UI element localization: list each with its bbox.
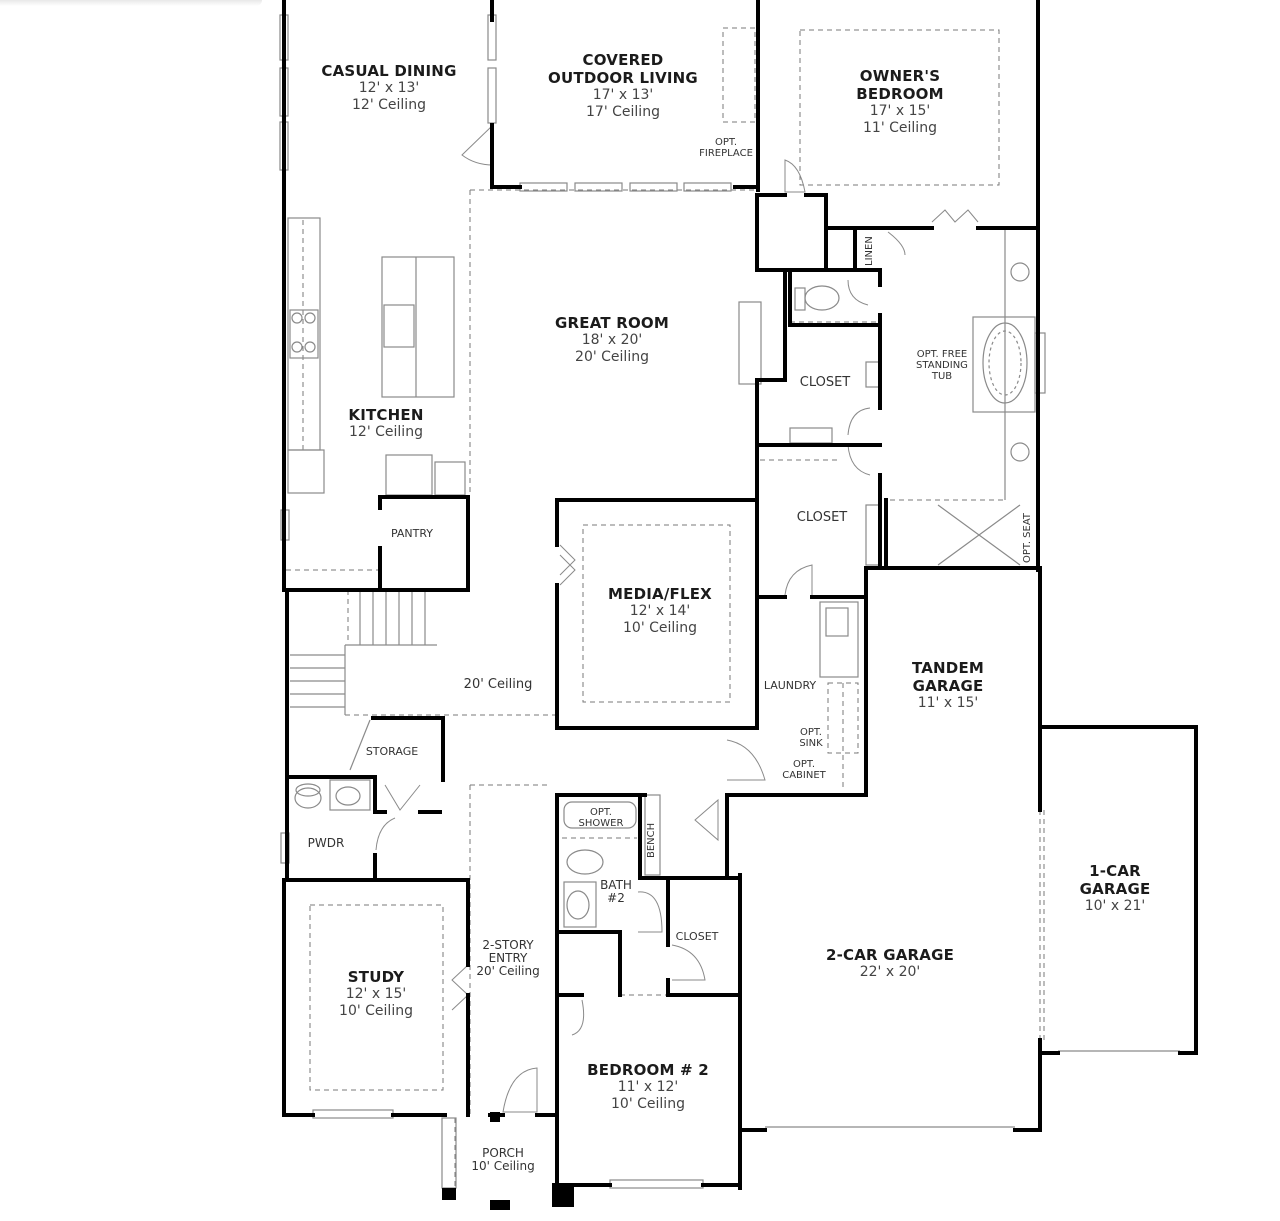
label-line2: STANDING xyxy=(916,360,968,371)
room-name-line1: OWNER'S xyxy=(859,67,941,85)
room-ceiling: 12' Ceiling xyxy=(352,96,426,113)
room-dimensions: 17' x 15' xyxy=(869,103,931,119)
closet-bath2-label: CLOSET xyxy=(675,930,719,943)
room-dimensions: 22' x 20' xyxy=(859,964,921,980)
room-name: CASUAL DINING xyxy=(321,62,457,80)
room-name-line1: 1-CAR xyxy=(1089,862,1141,880)
room-name: BEDROOM # 2 xyxy=(587,1061,709,1079)
room-name-line2: BEDROOM xyxy=(856,85,944,103)
storage-label: STORAGE xyxy=(365,745,419,758)
bench-label: BENCH xyxy=(646,822,657,858)
room-dimensions: 11' x 15' xyxy=(917,695,979,711)
room-dimensions: 12' x 14' xyxy=(629,603,691,619)
room-ceiling: 20' Ceiling xyxy=(575,348,649,365)
closet-lower-label: CLOSET xyxy=(796,510,848,525)
room-ceiling: 10' Ceiling xyxy=(339,1002,413,1019)
room-name: KITCHEN xyxy=(348,406,424,424)
label-line1: 2-STORY xyxy=(482,938,534,952)
label-line3: 20' Ceiling xyxy=(476,964,540,979)
linen-label: LINEN xyxy=(864,236,875,266)
label-line1: OPT. FREE xyxy=(916,349,968,360)
walls xyxy=(282,0,1198,1190)
porch-label: PORCH 10' Ceiling xyxy=(471,1146,535,1174)
opt-fireplace-label: OPT. FIREPLACE xyxy=(699,137,753,159)
closet-upper-label: CLOSET xyxy=(799,375,851,390)
room-study: STUDY 12' x 15' 10' Ceiling xyxy=(339,968,413,1020)
pwdr-label: PWDR xyxy=(307,836,345,850)
laundry-label: LAUNDRY xyxy=(763,679,817,692)
room-great-room: GREAT ROOM 18' x 20' 20' Ceiling xyxy=(555,314,669,366)
two-story-entry-label: 2-STORY ENTRY 20' Ceiling xyxy=(476,938,540,979)
room-name-line2: OUTDOOR LIVING xyxy=(548,69,698,87)
opt-sink-label: OPT. SINK xyxy=(799,727,822,749)
room-dimensions: 12' x 15' xyxy=(345,986,407,1002)
label-line1: OPT. xyxy=(799,727,822,738)
room-ceiling: 11' Ceiling xyxy=(863,119,937,136)
wall-posts xyxy=(442,1112,574,1210)
room-ceiling: 10' Ceiling xyxy=(623,619,697,636)
label-line2: FIREPLACE xyxy=(699,148,753,159)
room-ceiling: 10' Ceiling xyxy=(611,1095,685,1112)
room-name: 2-CAR GARAGE xyxy=(825,946,955,964)
room-dimensions: 11' x 12' xyxy=(617,1079,679,1095)
room-kitchen: KITCHEN 12' Ceiling xyxy=(348,406,423,441)
stair-ceiling-label: 20' Ceiling xyxy=(463,677,533,692)
opt-seat-label: OPT. SEAT xyxy=(1022,512,1033,563)
room-name: GREAT ROOM xyxy=(555,314,669,332)
opt-free-standing-tub-label: OPT. FREE STANDING TUB xyxy=(916,349,968,382)
label-line1: PORCH xyxy=(482,1146,524,1160)
top-edge-shadow xyxy=(0,0,262,6)
room-dimensions: 17' x 13' xyxy=(592,87,654,103)
room-media-flex: MEDIA/FLEX 12' x 14' 10' Ceiling xyxy=(608,585,712,637)
label-line2: #2 xyxy=(607,891,625,906)
fixtures xyxy=(279,14,1180,1189)
label-line3: TUB xyxy=(931,371,953,382)
room-bedroom-2: BEDROOM # 2 11' x 12' 10' Ceiling xyxy=(587,1061,709,1113)
room-two-car-garage: 2-CAR GARAGE 22' x 20' xyxy=(826,946,954,981)
room-casual-dining: CASUAL DINING 12' x 13' 12' Ceiling xyxy=(321,62,456,114)
bath-2-label: BATH #2 xyxy=(600,878,632,906)
room-dimensions: 10' x 21' xyxy=(1084,898,1146,914)
room-name-line2: GARAGE xyxy=(912,677,984,695)
room-name: STUDY xyxy=(347,968,405,986)
room-name-line2: GARAGE xyxy=(1079,880,1151,898)
room-dimensions: 12' x 13' xyxy=(358,80,420,96)
label-line2: CABINET xyxy=(782,770,826,781)
room-name-line1: TANDEM xyxy=(911,659,985,677)
opt-cabinet-label: OPT. CABINET xyxy=(782,759,826,781)
label-line2: SINK xyxy=(799,738,823,749)
room-name: MEDIA/FLEX xyxy=(608,585,712,603)
room-tandem-garage: TANDEM GARAGE 11' x 15' xyxy=(912,659,984,712)
label-line2: 10' Ceiling xyxy=(471,1159,535,1174)
label-line1: BATH xyxy=(600,878,632,892)
door-swings xyxy=(375,124,979,1113)
room-name-line1: COVERED xyxy=(582,51,664,69)
label-line1: OPT. xyxy=(714,137,738,148)
room-one-car-garage: 1-CAR GARAGE 10' x 21' xyxy=(1080,862,1151,915)
room-owners-bedroom: OWNER'S BEDROOM 17' x 15' 11' Ceiling xyxy=(856,67,944,137)
opt-shower-label: OPT. SHOWER xyxy=(579,807,624,829)
pantry-label: PANTRY xyxy=(390,527,434,540)
room-covered-outdoor-living: COVERED OUTDOOR LIVING 17' x 13' 17' Cei… xyxy=(548,51,698,121)
label-line1: OPT. xyxy=(792,759,816,770)
room-ceiling: 17' Ceiling xyxy=(586,103,660,120)
room-ceiling: 12' Ceiling xyxy=(349,424,423,440)
room-dimensions: 18' x 20' xyxy=(581,332,643,348)
label-line1: OPT. xyxy=(589,807,612,818)
label-line2: SHOWER xyxy=(578,818,624,829)
label-line2: ENTRY xyxy=(488,951,528,966)
